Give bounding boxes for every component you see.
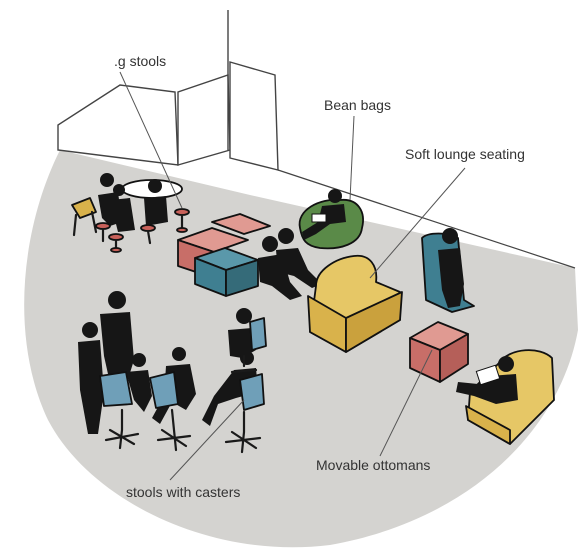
label-soft-lounge-seating: Soft lounge seating [405, 146, 525, 162]
bean-bag [300, 189, 363, 248]
label-stools-with-casters: stools with casters [126, 484, 240, 500]
label-bean-bags: Bean bags [324, 97, 391, 113]
label-stools: .g stools [114, 53, 166, 69]
label-movable-ottomans: Movable ottomans [316, 457, 430, 473]
